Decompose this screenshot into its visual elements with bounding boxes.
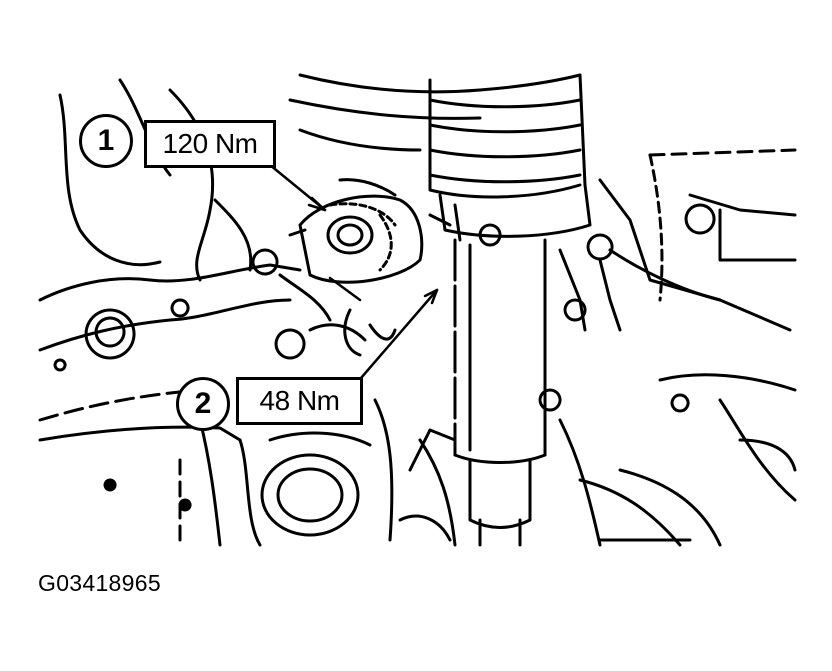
upper-mount-outline <box>274 178 452 360</box>
hub-outline <box>260 398 457 547</box>
torque-label-2: 48 Nm <box>236 377 363 425</box>
torque-label-1: 120 Nm <box>144 120 276 168</box>
strut-body <box>453 238 547 547</box>
callout-number-2: 2 <box>176 377 230 431</box>
strut-bellows <box>288 73 614 261</box>
callout-number-1: 1 <box>79 114 133 168</box>
right-side-outline <box>538 148 797 547</box>
leader-lines <box>268 163 439 387</box>
figure-code: G03418965 <box>38 570 161 596</box>
